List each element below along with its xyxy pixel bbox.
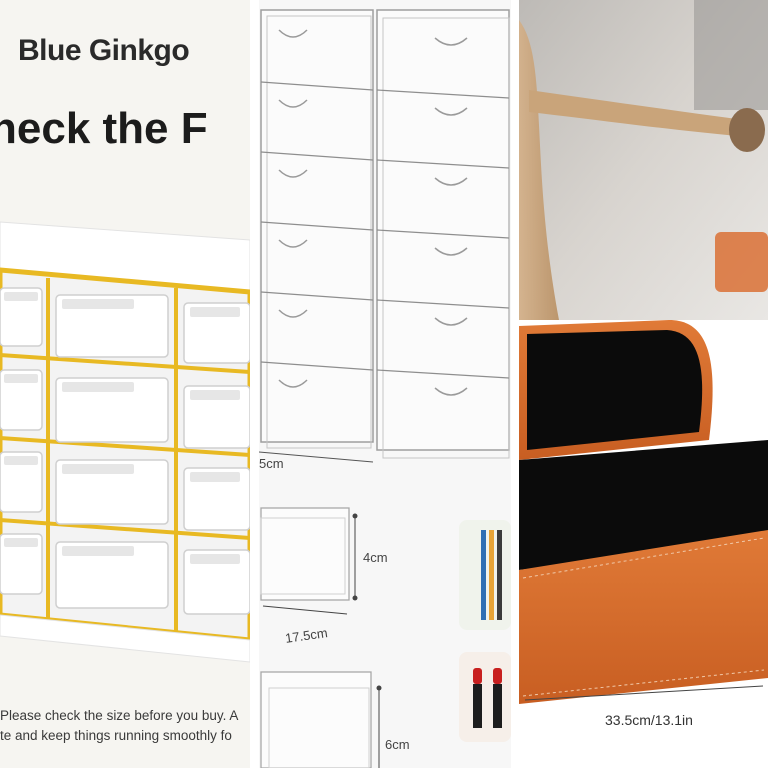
- dimension-label-height-large: 6cm: [385, 737, 410, 752]
- panel-divider: [511, 0, 519, 768]
- headline-text: heck the F: [0, 104, 208, 153]
- product-image-leather-tray: 33.5cm/13.1in: [519, 0, 768, 768]
- organizer-yellow-illustration: [0, 221, 250, 663]
- product-image-organizer-yellow: Blue Ginkgo heck the F Please check the …: [0, 0, 250, 768]
- note-line-1: Please check the size before you buy. A: [0, 708, 239, 723]
- dimension-label-width: 5cm: [259, 456, 284, 471]
- brand-logo: Blue Ginkgo: [18, 34, 190, 67]
- tray-size-label: 33.5cm/13.1in: [605, 712, 693, 728]
- dimension-label-height-small: 4cm: [363, 550, 388, 565]
- leather-tray-illustration: [519, 0, 768, 768]
- note-line-2: te and keep things running smoothly fo: [0, 728, 232, 743]
- organizer-clear-illustration: [259, 9, 511, 768]
- product-image-organizer-clear: 5cm 4cm 17.5cm 6cm: [259, 0, 511, 768]
- panel-divider: [250, 0, 259, 768]
